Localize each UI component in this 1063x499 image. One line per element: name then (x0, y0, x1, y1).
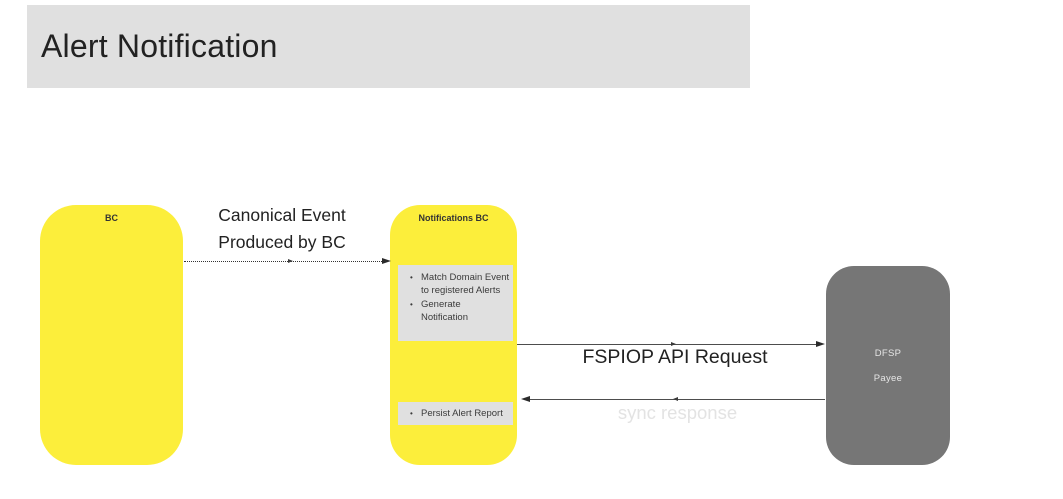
arrow-midpoint-marker-icon (287, 259, 293, 263)
tasks-box: Match Domain Event to registered Alerts … (398, 265, 513, 341)
arrow-midpoint-marker-icon (671, 342, 676, 346)
canonical-event-label-line2: Produced by BC (218, 232, 346, 252)
arrowhead-right-icon (382, 258, 391, 264)
task-item: Match Domain Event to registered Alerts (410, 271, 510, 298)
arrow-midpoint-marker-icon (673, 397, 678, 401)
persist-list: Persist Alert Report (398, 407, 503, 421)
canonical-event-label: Canonical Event Produced by BC (201, 202, 363, 256)
diagram-title: Alert Notification (41, 28, 278, 64)
diagram-title-bar: Alert Notification (27, 5, 750, 88)
tasks-list: Match Domain Event to registered Alerts … (398, 271, 510, 325)
node-notifications-bc-label: Notifications BC (418, 213, 489, 223)
task-item: Generate Notification (410, 298, 510, 325)
canonical-event-arrow (184, 257, 391, 266)
fspiop-request-label: FSPIOP API Request (582, 346, 768, 368)
arrowhead-left-icon (521, 396, 530, 402)
node-dfsp-payee: DFSP Payee (826, 266, 950, 465)
arrow-line (517, 344, 820, 345)
node-bc-label: BC (105, 213, 118, 223)
arrow-line (184, 261, 386, 262)
sync-response-label: sync response (617, 402, 738, 423)
node-notifications-bc: Notifications BC Match Domain Event to r… (390, 205, 517, 465)
persist-box: Persist Alert Report (398, 402, 513, 425)
fspiop-request-arrow (517, 340, 825, 349)
dfsp-label-line2: Payee (873, 372, 903, 384)
canonical-event-label-line1: Canonical Event (218, 205, 346, 225)
dfsp-label-line1: DFSP (874, 347, 902, 359)
task-item: Persist Alert Report (410, 407, 503, 421)
sync-response-arrow (521, 395, 825, 404)
arrowhead-right-icon (816, 341, 825, 347)
node-bc: BC (40, 205, 183, 465)
